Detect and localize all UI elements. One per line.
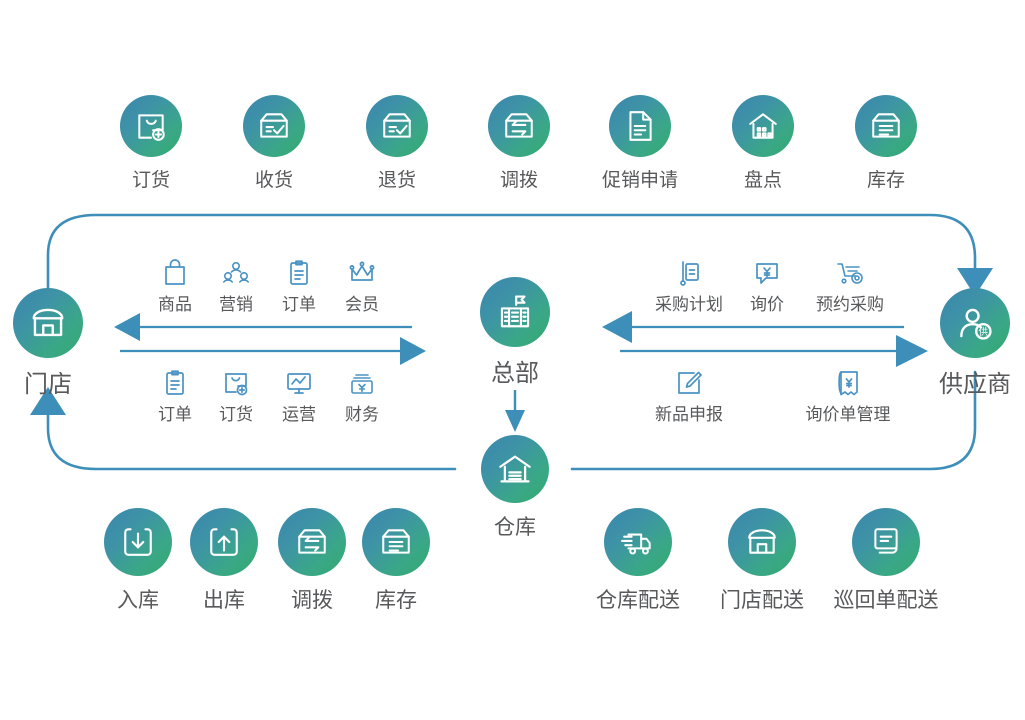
box-transfer-icon [278,508,346,576]
arrow-up-out-icon [190,508,258,576]
box-check-icon [243,95,305,157]
inquiry-doc-icon [838,371,858,396]
bottom-node-label: 出库 [203,589,245,612]
shopping-bag-icon [165,259,185,285]
hq-supplier-upper-arrowhead [602,311,632,343]
storefront-icon [13,288,83,358]
node-headquarters-label: 总部 [491,360,539,387]
loop-path-bottom-right [570,370,977,471]
price-inquiry-icon [756,263,778,284]
scheduled-purchase-icon [837,263,863,284]
flow-item-label: 商品 [158,295,192,314]
marketing-group-icon [223,262,249,283]
bottom-node-label: 门店配送 [720,589,804,612]
flow-item-label: 会员 [345,295,379,314]
box-lines-icon [855,95,917,157]
bottom-node-label: 巡回单配送 [833,589,939,612]
delivery-truck-icon [604,508,672,576]
bottom-node-label: 入库 [117,589,159,612]
flow-item-label: 采购计划 [655,295,723,314]
store-delivery-icon [728,508,796,576]
clipboard-order-icon [290,260,308,285]
hq-warehouse-arrowhead [505,410,525,432]
top-node-label: 促销申请 [601,170,679,191]
finance-case-icon [351,374,373,394]
top-node-label: 收货 [254,170,294,191]
node-store-label: 门店 [24,371,72,398]
svg-text:供: 供 [979,326,989,338]
flow-item-label: 营销 [219,295,253,314]
top-node-label: 订货 [131,170,171,191]
bottom-node-label: 仓库配送 [596,589,680,612]
crown-member-icon [349,261,375,281]
flow-item-label: 预约采购 [816,295,884,314]
flow-item-label: 订单 [282,295,316,314]
arrow-down-in-icon [104,508,172,576]
top-node-label: 退货 [377,170,417,191]
box-lines-icon [362,508,430,576]
top-node-label: 库存 [866,170,906,191]
pencil-declare-icon [678,371,702,394]
hq-supplier-lower-arrowhead [896,335,928,367]
top-node-label: 盘点 [743,170,783,191]
clipboard-order-icon [166,370,184,395]
document-lines-icon [609,95,671,157]
flow-item-label: 询价 [750,295,784,314]
flow-item-label: 询价单管理 [805,405,891,424]
flow-item-label: 运营 [282,405,316,424]
bottom-node-label: 调拨 [291,589,333,612]
chart-board-icon [287,373,311,394]
flow-item-label: 订单 [158,405,192,424]
flow-item-label: 财务 [345,405,379,424]
top-node-label: 调拨 [499,170,539,191]
flow-item-label: 新品申报 [655,405,723,424]
store-hq-lower-arrowhead [400,337,426,365]
flow-item-label: 订货 [219,405,253,424]
purchase-plan-icon [680,261,699,286]
supplier-person-icon: 供 [940,288,1010,358]
bag-plus-icon [120,95,182,157]
box-check-return-icon [366,95,428,157]
bottom-node-label: 库存 [375,589,417,612]
warehouse-icon [481,435,549,503]
box-transfer-icon [488,95,550,157]
stocktake-house-icon [732,95,794,157]
office-building-icon [480,277,550,347]
bag-plus-small-icon [225,373,248,396]
node-warehouse-label: 仓库 [494,516,536,539]
store-hq-upper-arrowhead [114,313,140,341]
node-supplier-label: 供应商 [939,371,1011,398]
stacked-docs-icon [852,508,920,576]
